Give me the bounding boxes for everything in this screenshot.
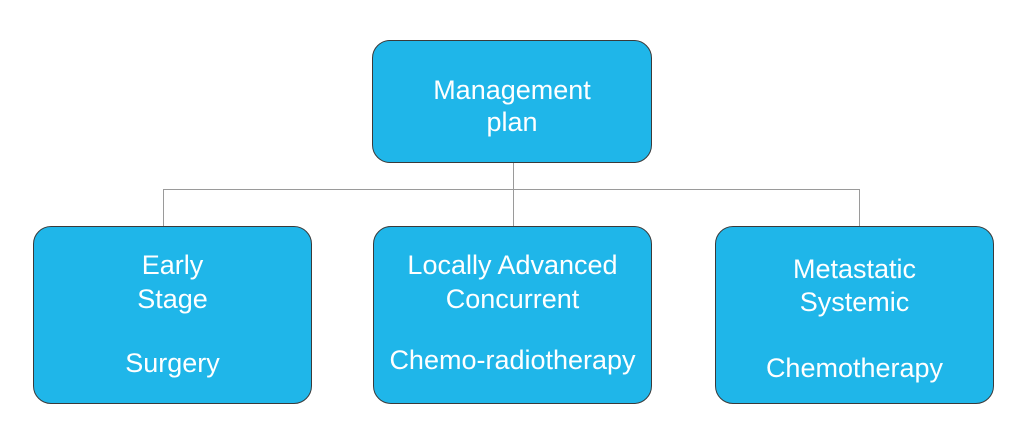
metastatic-line1: Metastatic	[792, 254, 917, 284]
connector-root-down	[513, 162, 514, 190]
early-stage-node: Early Stage Surgery	[33, 226, 312, 404]
connector-left-down	[163, 189, 164, 227]
metastatic-node: Metastatic Systemic Chemotherapy	[715, 226, 994, 404]
early-stage-treatment: Surgery	[125, 348, 220, 378]
connector-horizontal	[163, 189, 860, 190]
management-plan-node: Management plan	[372, 40, 652, 163]
locally-advanced-treatment: Chemo-radiotherapy	[389, 345, 636, 375]
early-stage-line1: Early	[141, 250, 204, 280]
connector-middle-down	[513, 189, 514, 227]
connector-right-down	[859, 189, 860, 227]
metastatic-treatment: Chemotherapy	[765, 353, 944, 383]
early-stage-line2: Stage	[137, 284, 208, 314]
locally-advanced-node: Locally Advanced Concurrent Chemo-radiot…	[373, 226, 652, 404]
root-label-line2: plan	[486, 107, 538, 137]
metastatic-line2: Systemic	[799, 287, 910, 317]
locally-advanced-line2: Concurrent	[445, 284, 580, 314]
locally-advanced-line1: Locally Advanced	[407, 250, 618, 280]
root-label-line1: Management	[433, 75, 591, 105]
